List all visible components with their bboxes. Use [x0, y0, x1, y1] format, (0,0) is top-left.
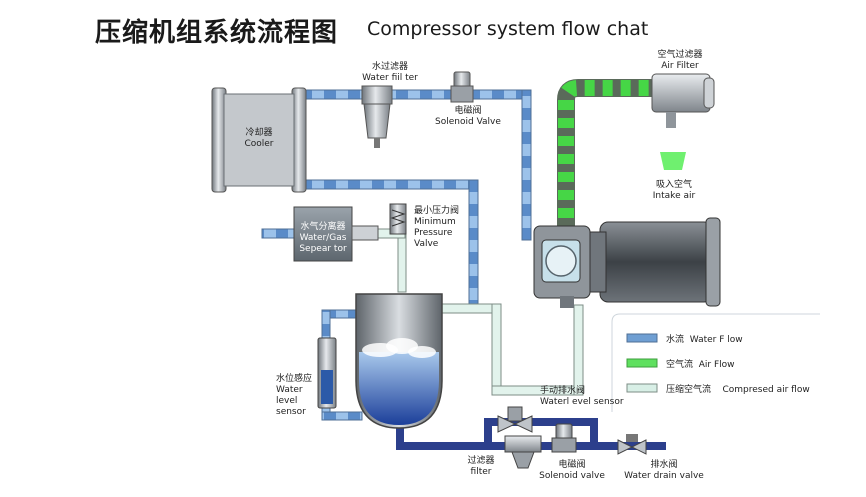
- drain-valve-label-en: Water drain valve: [624, 471, 704, 481]
- level-sensor-label: 水位感应 Water level sensor: [276, 374, 312, 418]
- min-pressure-label-en3: Valve: [414, 239, 439, 249]
- drain-valve: [617, 434, 647, 455]
- drain-valve-label-zh: 排水阀: [650, 460, 678, 470]
- level-sensor-label-en3: sensor: [276, 407, 306, 417]
- water-filter-label-zh: 水过滤器: [371, 62, 408, 72]
- tank: [355, 293, 443, 429]
- water-filter-label: 水过滤器 Water fiil ter: [350, 62, 430, 84]
- legend-item-water: 水流 Water F low: [666, 332, 743, 345]
- intake-air-label: 吸入空气 Intake air: [634, 180, 714, 202]
- solenoid-top-label: 电磁阀 Solenoid Valve: [428, 106, 508, 128]
- solenoid-bottom-label: 电磁阀 Solenoid valve: [532, 460, 612, 482]
- bottom-filter-label-en: filter: [470, 467, 492, 477]
- legend-air-zh: 空气流: [666, 360, 694, 370]
- legend-compressed-en: Compresed air flow: [722, 385, 810, 395]
- air-filter-label-zh: 空气过滤器: [657, 50, 703, 60]
- min-pressure-label-en2: Pressure: [414, 228, 453, 238]
- separator-label-en1: Water/Gas: [299, 233, 347, 243]
- separator-label: 水气分离器 Water/Gas Sepear tor: [294, 222, 352, 255]
- air-filter-label-en: Air Filter: [661, 61, 699, 71]
- cooler-label-en: Cooler: [244, 139, 274, 149]
- water-gas-separator: [293, 206, 379, 262]
- level-sensor-label-zh: 水位感应: [276, 374, 313, 384]
- bottom-filter-label: 过滤器 filter: [456, 456, 506, 478]
- water-filter-label-en: Water fiil ter: [362, 73, 418, 83]
- manual-drain-label-en: Waterl evel sensor: [540, 397, 624, 407]
- water-level-sensor: [317, 337, 337, 409]
- legend-swatch-water: [626, 333, 658, 343]
- title-chinese: 压缩机组系统流程图: [95, 18, 339, 48]
- drain-valve-label: 排水阀 Water drain valve: [614, 460, 714, 482]
- separator-label-zh: 水气分离器: [300, 222, 346, 232]
- water-filter: [361, 85, 393, 148]
- legend-frame: [611, 313, 820, 323]
- legend-item-compressed: 压缩空气流 Compresed air flow: [666, 382, 810, 395]
- intake-air-label-en: Intake air: [652, 191, 696, 201]
- legend-swatch-air: [626, 358, 658, 368]
- legend-compressed-zh: 压缩空气流: [666, 385, 712, 395]
- cooler-label-zh: 冷却器: [245, 128, 273, 138]
- legend-swatch-compressed: [626, 383, 658, 393]
- bottom-filter-label-zh: 过滤器: [467, 456, 495, 466]
- intake-air-indicator: [660, 152, 686, 170]
- manual-drain-label-zh: 手动排水阀: [540, 386, 586, 396]
- legend-water-zh: 水流: [666, 335, 685, 345]
- minimum-pressure-valve: [389, 203, 407, 235]
- solenoid-top-label-zh: 电磁阀: [454, 106, 482, 116]
- intake-air-label-zh: 吸入空气: [655, 180, 692, 190]
- min-pressure-label-zh: 最小压力阀: [414, 206, 460, 216]
- air-filter-label: 空气过滤器 Air Filter: [640, 50, 720, 72]
- compressor-motor: [533, 217, 721, 308]
- solenoid-bottom-label-zh: 电磁阀: [558, 460, 586, 470]
- manual-drain-valve: [497, 406, 533, 433]
- cooler: [211, 87, 307, 193]
- legend-item-air: 空气流 Air Flow: [666, 357, 735, 370]
- cooler-label: 冷却器 Cooler: [226, 128, 292, 150]
- solenoid-valve-bottom: [551, 423, 577, 453]
- manual-drain-label: 手动排水阀 Waterl evel sensor: [540, 386, 624, 408]
- title-english: Compressor system flow chat: [367, 18, 649, 40]
- level-sensor-label-en2: level: [276, 396, 298, 406]
- min-pressure-label-en1: Minimum: [414, 217, 456, 227]
- level-sensor-label-en1: Water: [276, 385, 303, 395]
- legend-water-en: Water F low: [689, 335, 743, 345]
- air-pipe: [557, 79, 660, 236]
- separator-label-en2: Sepear tor: [299, 244, 347, 254]
- solenoid-top-label-en: Solenoid Valve: [435, 117, 501, 127]
- air-filter: [651, 73, 715, 128]
- min-pressure-label: 最小压力阀 Minimum Pressure Valve: [414, 206, 459, 250]
- bottom-filter: [504, 435, 542, 469]
- legend-air-en: Air Flow: [698, 360, 735, 370]
- solenoid-bottom-label-en: Solenoid valve: [539, 471, 605, 481]
- solenoid-valve-top: [450, 71, 474, 103]
